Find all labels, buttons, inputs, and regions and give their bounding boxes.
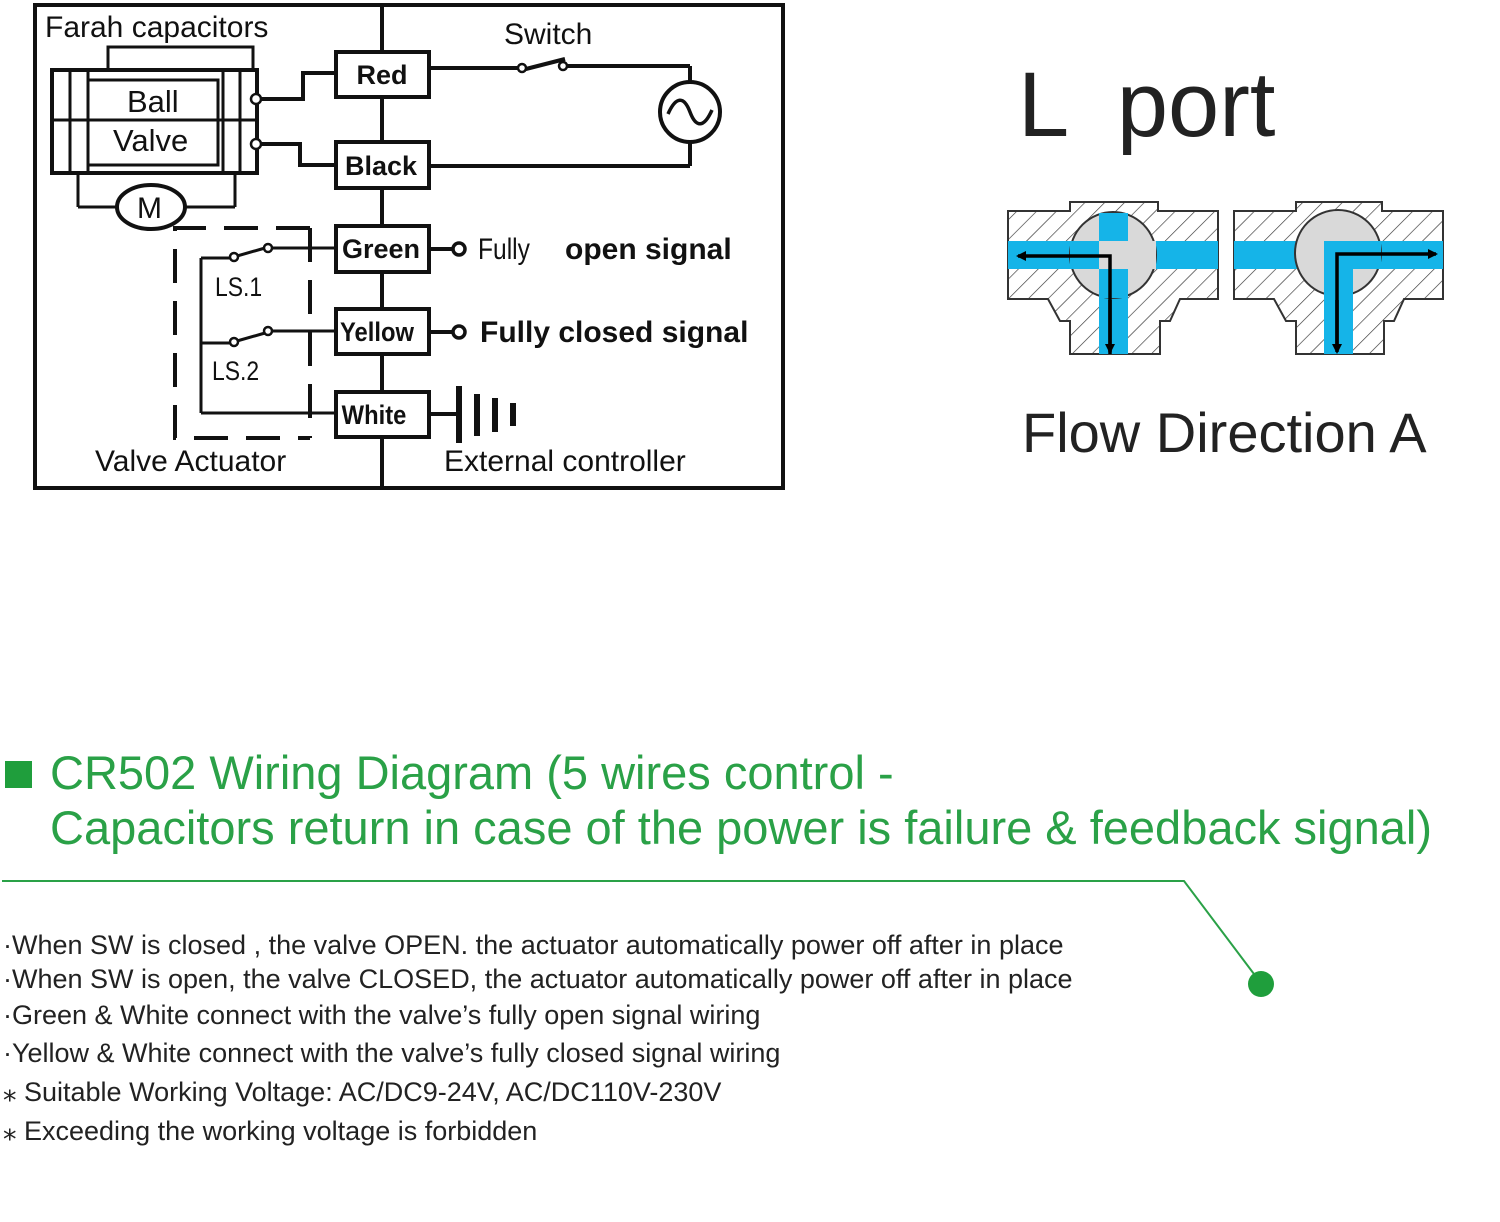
ground-battery-icon [456, 386, 516, 443]
limit-switch-enclosure [173, 226, 312, 440]
heading-line-1: CR502 Wiring Diagram (5 wires control - [50, 746, 894, 799]
fully-label: Fully [478, 232, 530, 266]
motor-label: M [137, 192, 162, 225]
switch-circuit [429, 57, 692, 168]
open-signal-label: open signal [565, 233, 732, 266]
wire-yellow-label: Yellow [340, 318, 414, 348]
wire-green-label: Green [342, 234, 420, 264]
external-controller-label: External controller [444, 445, 686, 478]
wire-red-label: Red [356, 60, 407, 90]
flow-direction-caption: Flow Direction A [1022, 401, 1427, 464]
note-item: ·Yellow & White connect with the valve’s… [3, 1038, 781, 1068]
note-item: ·When SW is closed , the valve OPEN. the… [3, 930, 1064, 960]
fully-closed-signal-label: Fully closed signal [480, 316, 748, 349]
lport-valve-left [1007, 201, 1219, 355]
callout-dot [1248, 971, 1274, 997]
lport-valve-right [1233, 201, 1444, 355]
switch-label: Switch [504, 18, 592, 51]
valve-to-terminal-wires [257, 71, 336, 167]
heading-line-2: Capacitors return in case of the power i… [50, 801, 1432, 854]
valve-actuator-label: Valve Actuator [95, 445, 286, 478]
heading-divider [2, 880, 1261, 983]
note-item: ·Green & White connect with the valve’s … [3, 1000, 761, 1030]
note-item: ·When SW is open, the valve CLOSED, the … [3, 964, 1073, 994]
wire-black-label: Black [345, 151, 418, 181]
notes-list: ·When SW is closed , the valve OPEN. the… [3, 928, 1193, 1148]
ball-label: Ball [127, 84, 179, 119]
note-item: ⁎ Exceeding the working voltage is forbi… [3, 1116, 538, 1146]
ball-valve-body [50, 45, 259, 231]
lport-title: L port [1018, 54, 1275, 156]
heading-bullet [5, 761, 32, 788]
valve-label: Valve [113, 123, 188, 158]
ac-source-icon [658, 80, 722, 144]
farah-capacitors-label: Farah capacitors [45, 11, 268, 44]
signal-leads [429, 247, 458, 416]
ls2-label: LS.2 [212, 356, 259, 386]
ls1-label: LS.1 [215, 272, 262, 302]
wire-white-label: White [342, 401, 407, 431]
note-item: ⁎ Suitable Working Voltage: AC/DC9-24V, … [3, 1077, 722, 1107]
